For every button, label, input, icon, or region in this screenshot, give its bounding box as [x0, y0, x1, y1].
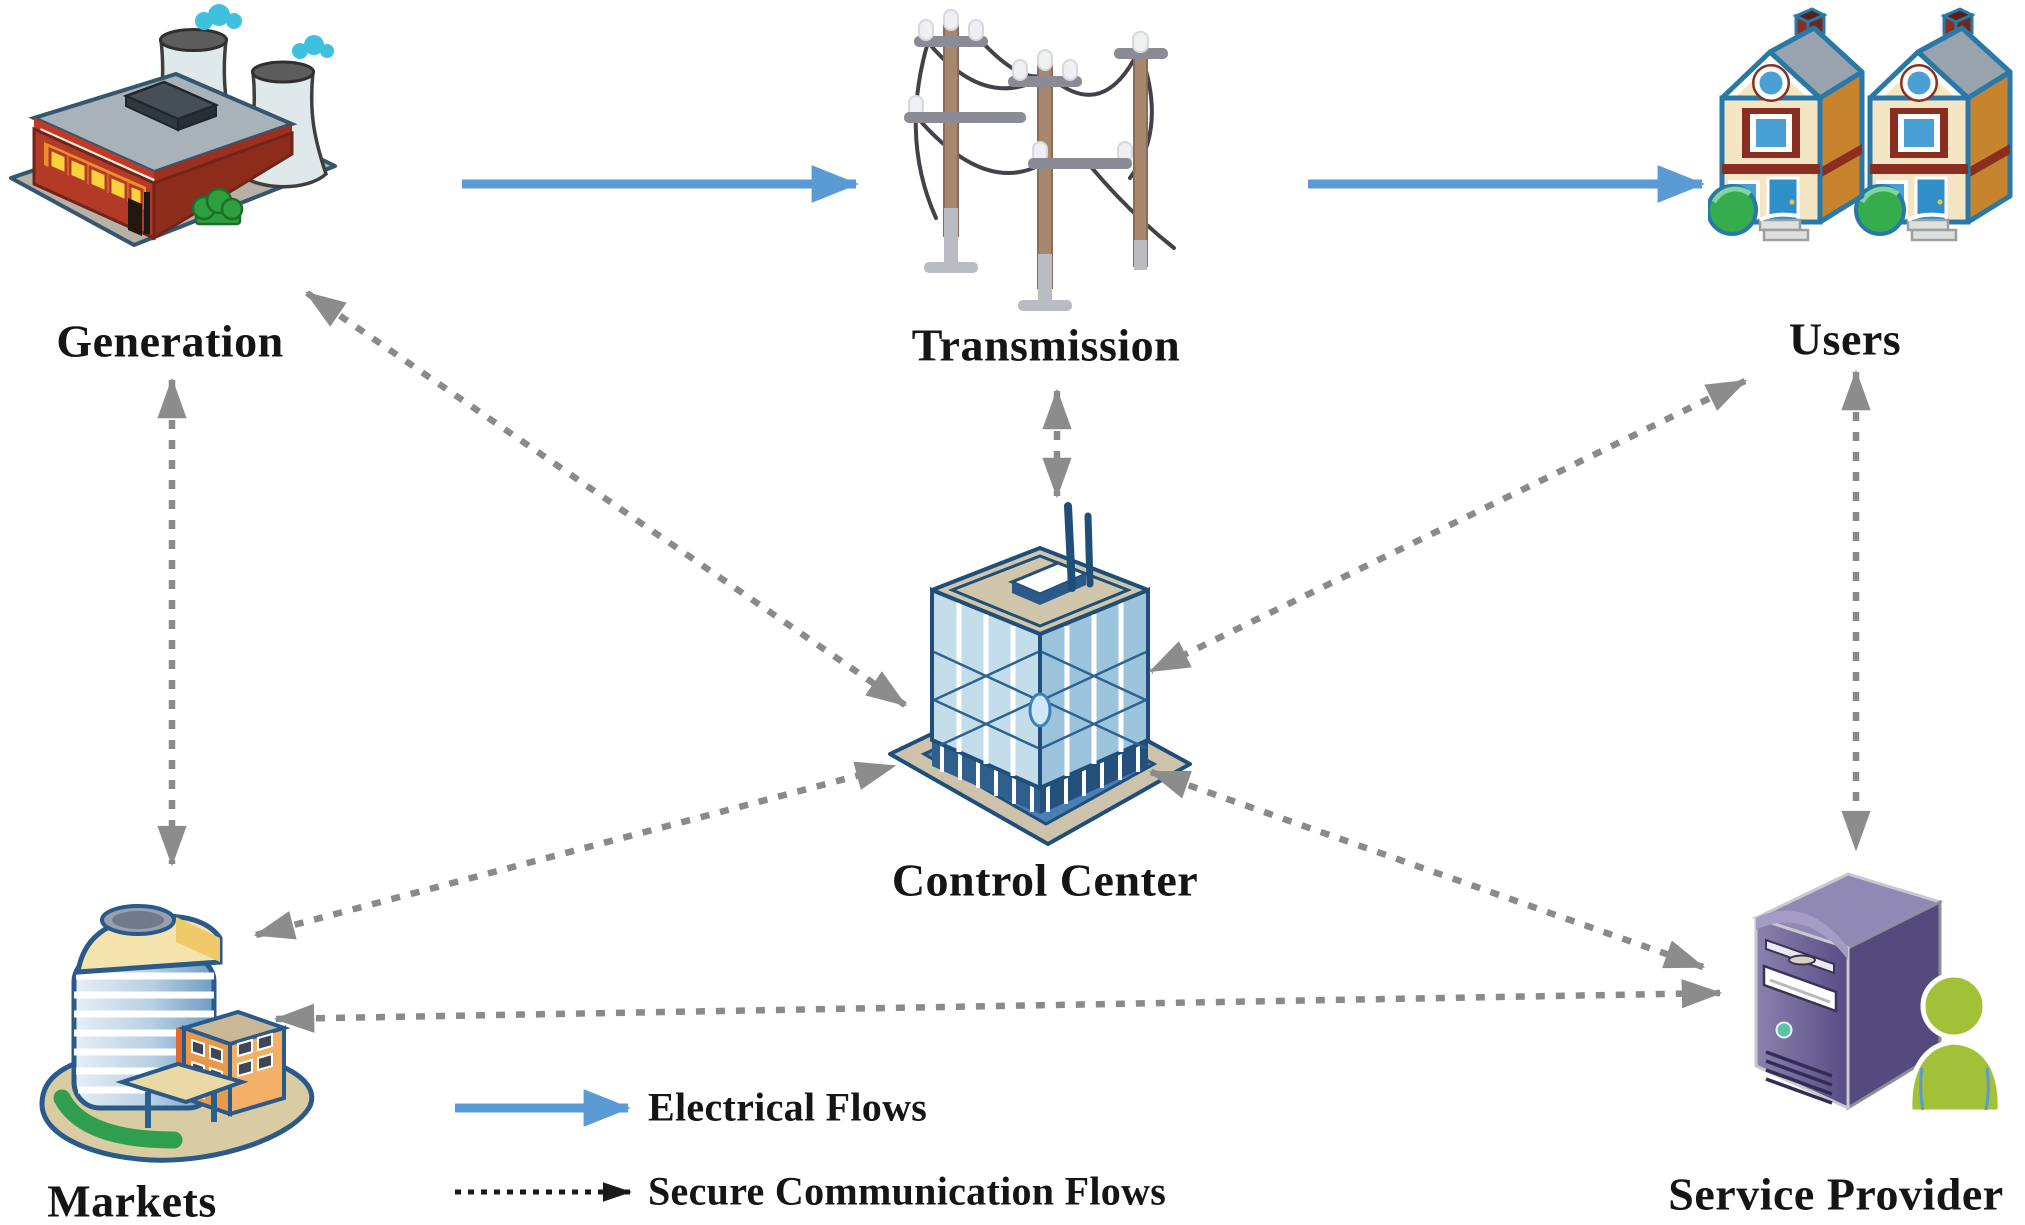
server-tower — [1751, 872, 1945, 1111]
antennas — [1064, 502, 1094, 592]
smoke — [195, 4, 334, 59]
arrow-markets-control-center — [253, 761, 897, 940]
legend-electrical-label: Electrical Flows — [648, 1084, 928, 1130]
arrow-markets-service-provider — [273, 979, 1723, 1033]
poles — [904, 9, 1168, 311]
legend-secure-communication-label: Secure Communication Flows — [648, 1168, 1167, 1214]
glass-lattice — [933, 650, 1147, 750]
power-lines-icon — [904, 9, 1176, 311]
arrow-users-control-center — [1148, 378, 1748, 674]
houses-icon — [1708, 6, 2016, 246]
arrow-generation-control-center — [304, 290, 908, 708]
users-label: Users — [1788, 313, 1902, 365]
service-provider-label: Service Provider — [1668, 1168, 2004, 1220]
legend-swatches — [455, 1089, 632, 1202]
control-center-label: Control Center — [891, 854, 1199, 906]
power-plant-icon — [9, 4, 337, 247]
plant-building — [28, 71, 298, 241]
pilotis-columns — [940, 744, 1140, 812]
generation-label: Generation — [56, 315, 284, 367]
markets-label: Markets — [47, 1175, 217, 1225]
canopy — [115, 1061, 249, 1128]
office-tower-icon — [888, 502, 1192, 846]
server-person-icon — [1751, 872, 2003, 1115]
bush — [191, 187, 244, 226]
market-building-icon — [39, 904, 315, 1163]
person-figure — [1907, 972, 2003, 1115]
arrow-control-center-service-provider — [1148, 768, 1706, 971]
transmission-label: Transmission — [911, 319, 1181, 371]
mullions — [956, 602, 1124, 776]
